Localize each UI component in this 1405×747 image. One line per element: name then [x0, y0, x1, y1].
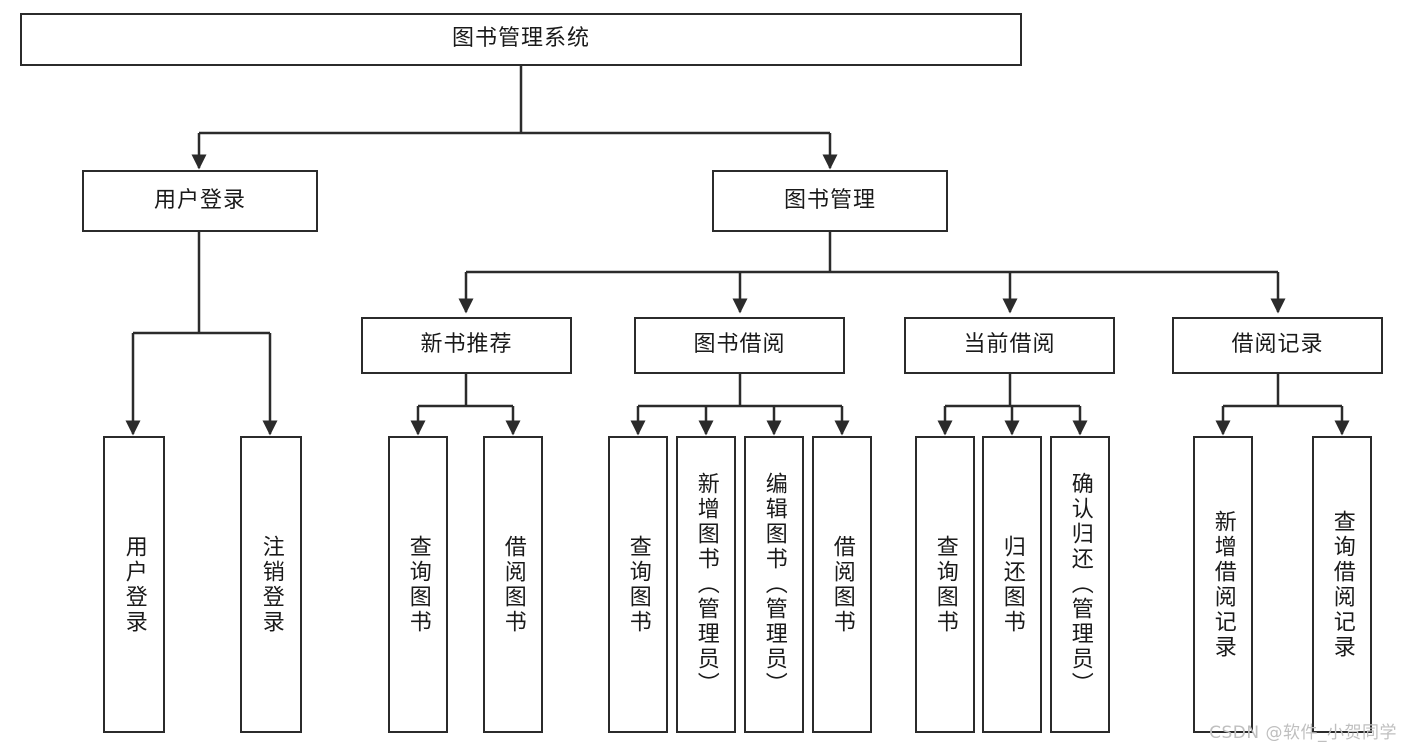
node-leaf-user-login-signout[interactable]: 注销登录 [240, 436, 302, 733]
node-borrow-record[interactable]: 借阅记录 [1172, 317, 1383, 374]
node-root[interactable]: 图书管理系统 [20, 13, 1022, 66]
node-leaf-borrowrecord-add[interactable]: 新增借阅记录 [1193, 436, 1253, 733]
node-leaf-borrowrecord-query-label: 查询借阅记录 [1329, 509, 1355, 660]
node-leaf-bookborrow-borrow-label: 借阅图书 [829, 534, 855, 635]
node-leaf-currentborrow-return-label: 归还图书 [999, 534, 1025, 635]
node-book-manage[interactable]: 图书管理 [712, 170, 948, 232]
node-leaf-user-login-signin-label: 用户登录 [121, 534, 147, 635]
node-leaf-currentborrow-confirm-label: 确认归还（管理员） [1067, 472, 1093, 697]
node-leaf-currentborrow-return[interactable]: 归还图书 [982, 436, 1042, 733]
node-user-login-label: 用户登录 [153, 187, 246, 213]
node-leaf-borrowrecord-add-label: 新增借阅记录 [1210, 509, 1236, 660]
node-leaf-newbook-borrow-label: 借阅图书 [500, 534, 526, 635]
node-book-borrow[interactable]: 图书借阅 [634, 317, 845, 374]
node-leaf-bookborrow-add[interactable]: 新增图书（管理员） [676, 436, 736, 733]
node-leaf-bookborrow-add-label: 新增图书（管理员） [693, 472, 719, 697]
node-leaf-newbook-query[interactable]: 查询图书 [388, 436, 448, 733]
node-borrow-record-label: 借阅记录 [1231, 332, 1324, 358]
node-leaf-bookborrow-query[interactable]: 查询图书 [608, 436, 668, 733]
node-root-label: 图书管理系统 [451, 26, 590, 52]
node-leaf-user-login-signout-label: 注销登录 [258, 534, 284, 635]
node-leaf-bookborrow-borrow[interactable]: 借阅图书 [812, 436, 872, 733]
node-leaf-bookborrow-edit[interactable]: 编辑图书（管理员） [744, 436, 804, 733]
node-leaf-bookborrow-edit-label: 编辑图书（管理员） [761, 472, 787, 697]
node-leaf-newbook-borrow[interactable]: 借阅图书 [483, 436, 543, 733]
node-leaf-bookborrow-query-label: 查询图书 [625, 534, 651, 635]
node-leaf-borrowrecord-query[interactable]: 查询借阅记录 [1312, 436, 1372, 733]
node-current-borrow-label: 当前借阅 [963, 332, 1056, 358]
node-new-book-recommend-label: 新书推荐 [420, 332, 513, 358]
node-leaf-currentborrow-query-label: 查询图书 [932, 534, 958, 635]
node-leaf-newbook-query-label: 查询图书 [405, 534, 431, 635]
node-leaf-currentborrow-query[interactable]: 查询图书 [915, 436, 975, 733]
node-book-borrow-label: 图书借阅 [693, 332, 786, 358]
node-user-login[interactable]: 用户登录 [82, 170, 318, 232]
node-new-book-recommend[interactable]: 新书推荐 [361, 317, 572, 374]
node-book-manage-label: 图书管理 [783, 187, 876, 213]
node-leaf-user-login-signin[interactable]: 用户登录 [103, 436, 165, 733]
node-leaf-currentborrow-confirm[interactable]: 确认归还（管理员） [1050, 436, 1110, 733]
node-current-borrow[interactable]: 当前借阅 [904, 317, 1115, 374]
